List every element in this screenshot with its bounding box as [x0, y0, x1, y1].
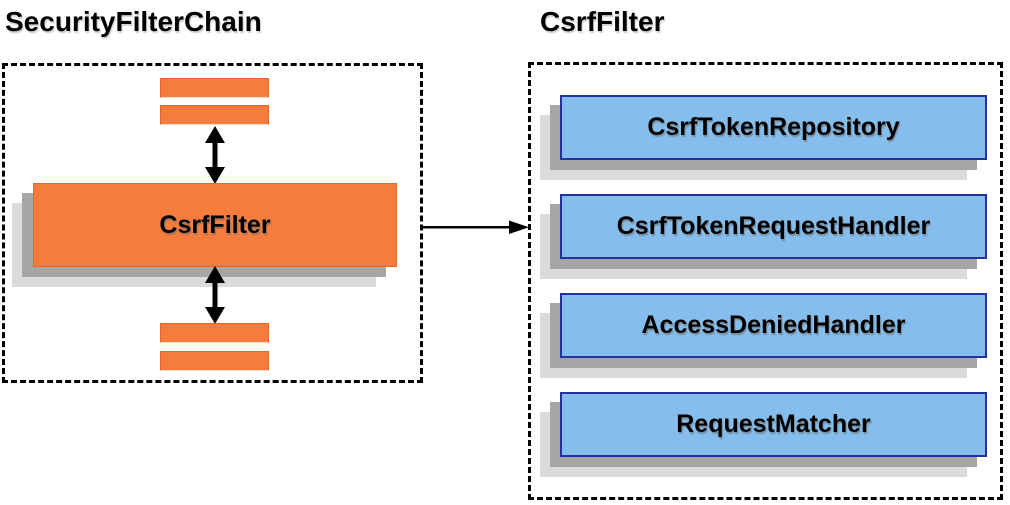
- up-down-arrow-icon: [205, 126, 225, 184]
- component-box-access-denied-handler: AccessDeniedHandler: [560, 293, 987, 358]
- component-box-request-matcher: RequestMatcher: [560, 392, 987, 457]
- filter-placeholder-bar: [160, 105, 269, 125]
- csrf-filter-node: CsrfFilter: [33, 183, 397, 267]
- component-label: CsrfTokenRequestHandler: [616, 212, 931, 240]
- csrf-filter-container: [528, 62, 1003, 500]
- filter-placeholder-bar: [160, 323, 269, 343]
- csrf-filter-title: CsrfFilter: [540, 6, 665, 37]
- up-down-arrow-icon: [205, 266, 225, 324]
- component-box-csrf-token-request-handler: CsrfTokenRequestHandler: [560, 194, 987, 259]
- filter-placeholder-bar: [160, 78, 269, 98]
- security-filter-chain-title: SecurityFilterChain: [5, 6, 262, 37]
- csrf-filter-node-label: CsrfFilter: [159, 210, 271, 239]
- security-filter-chain-container: [2, 63, 423, 383]
- arrow-right-icon: [423, 220, 529, 234]
- component-box-csrf-token-repository: CsrfTokenRepository: [560, 95, 987, 160]
- component-label: RequestMatcher: [676, 410, 871, 438]
- filter-placeholder-bar: [160, 351, 269, 371]
- component-label: CsrfTokenRepository: [647, 113, 900, 141]
- component-label: AccessDeniedHandler: [641, 311, 906, 339]
